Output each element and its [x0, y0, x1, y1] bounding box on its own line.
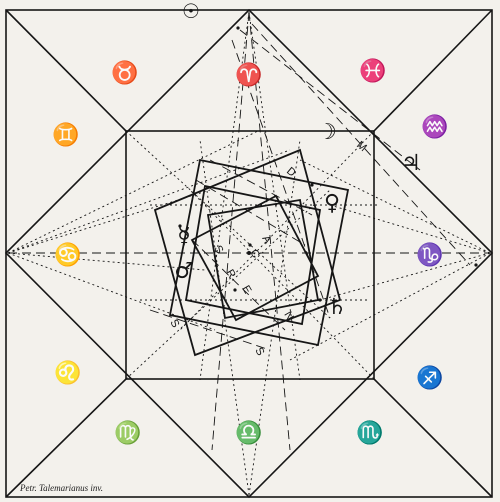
point-mark	[233, 288, 237, 292]
pisces-sign: ♓	[359, 58, 386, 84]
aries-sign: ♈	[235, 62, 262, 88]
jupiter-symbol: ♃	[401, 151, 421, 176]
dotted-line	[329, 204, 491, 254]
mercury-symbol: ☿	[177, 224, 191, 249]
dashed-spoke	[209, 159, 313, 216]
gemini-sign: ♊	[52, 122, 79, 148]
letter-s-bottom: S	[252, 346, 266, 358]
cancer-sign: ♋	[54, 242, 81, 268]
tilted-square-small	[206, 198, 320, 320]
letter-a: A	[259, 234, 273, 247]
dotted-line	[125, 130, 331, 319]
dashed-spoke	[251, 23, 471, 266]
dashed-spoke	[211, 11, 250, 451]
moon-symbol: ☽	[317, 120, 337, 145]
center-point	[247, 251, 251, 255]
dotted-line	[199, 11, 250, 381]
dotted-line	[179, 130, 375, 331]
letter-m: M	[354, 139, 369, 154]
saturn-symbol: ♄	[327, 295, 347, 320]
tilted-square-small-2	[190, 194, 320, 322]
inner-square	[125, 130, 375, 380]
central-squares	[153, 148, 350, 357]
point-mark	[236, 26, 240, 30]
dotted-line	[289, 252, 491, 361]
diagonal-tl	[5, 9, 127, 132]
point-mark	[310, 183, 314, 187]
planet-symbols: ☉ ☽ ♃ ♀ ☿ ♂ ♄	[174, 0, 421, 320]
dotted-line	[7, 129, 261, 254]
zodiac-signs: ♈ ♉ ♓ ♊ ♒ ♋ ♑ ♌ ♐ ♍ ♏ ♎	[52, 58, 448, 446]
diagonal-bl	[5, 378, 127, 498]
point-mark	[474, 263, 478, 267]
letter-s-lower: S	[167, 318, 181, 330]
chart-frame	[4, 8, 494, 499]
taurus-sign: ♉	[111, 60, 138, 86]
dotted-line	[189, 189, 375, 380]
dotted-line	[7, 149, 291, 254]
dotted-line	[7, 252, 216, 331]
point-mark	[248, 243, 252, 247]
dashed-spoke	[195, 179, 306, 246]
dashed-spoke	[248, 11, 291, 451]
point-marks	[178, 26, 478, 302]
dashed-spoke	[239, 29, 421, 171]
letter-r: R	[223, 268, 237, 281]
tilted-square-large	[168, 158, 350, 347]
scorpio-sign: ♏	[356, 420, 383, 446]
dotted-line	[125, 189, 331, 380]
virgo-sign: ♍	[114, 420, 141, 446]
capricorn-sign: ♑	[416, 242, 443, 268]
aquarius-sign: ♒	[421, 114, 448, 140]
sagittarius-sign: ♐	[416, 365, 443, 391]
point-mark	[178, 224, 182, 228]
leo-sign: ♌	[54, 360, 81, 386]
dashed-spoke	[149, 309, 271, 351]
libra-sign: ♎	[235, 420, 262, 446]
tilted-square-large-2	[153, 148, 342, 357]
credit-line: Petr. Talemarianus inv.	[19, 483, 103, 493]
venus-symbol: ♀	[324, 191, 340, 216]
dotted-line	[299, 159, 491, 254]
sun-symbol: ☉	[182, 0, 200, 23]
letter-e: E	[239, 284, 253, 296]
mars-symbol: ♂	[174, 259, 194, 284]
dotted-line	[319, 252, 491, 301]
diagonal-br	[373, 378, 493, 498]
diamond	[4, 8, 494, 499]
point-mark	[318, 298, 322, 302]
diagonal-tr	[373, 9, 493, 132]
tilted-square-medium	[184, 184, 322, 326]
